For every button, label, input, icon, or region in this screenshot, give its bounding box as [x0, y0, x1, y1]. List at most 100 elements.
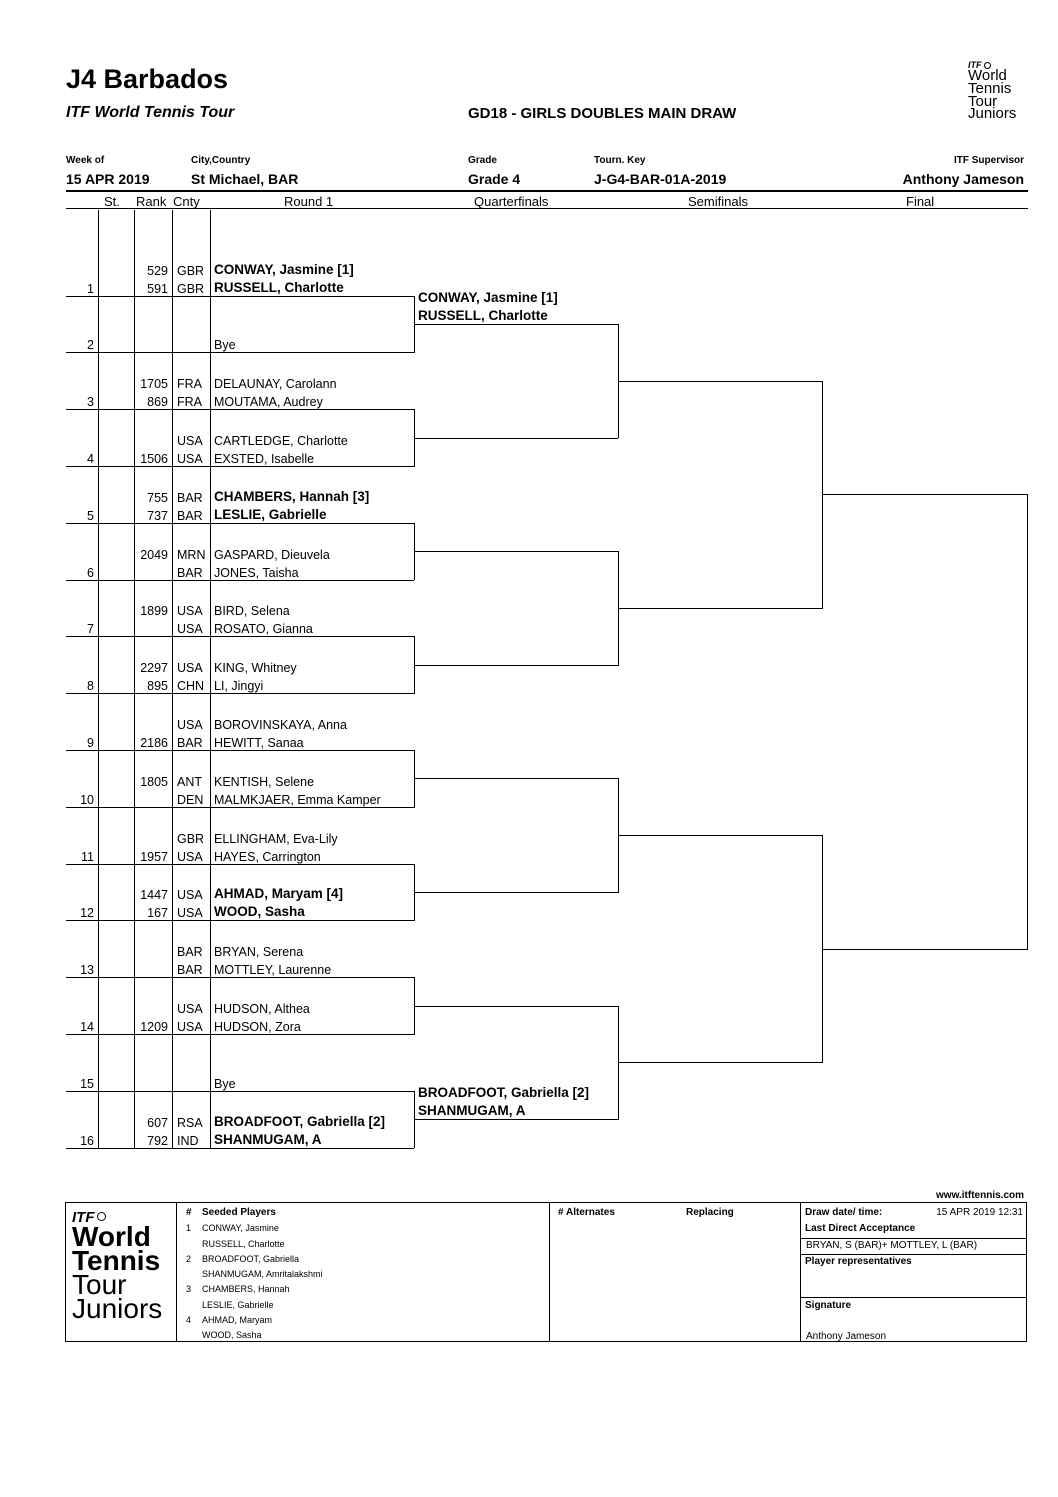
player-country: USA [177, 717, 203, 732]
entry-number: 15 [80, 1076, 94, 1091]
entry-number: 10 [80, 792, 94, 807]
tour-subtitle: ITF World Tennis Tour [66, 104, 235, 121]
footer-divider [800, 1202, 801, 1342]
itf-logo-top: ITF World Tennis Tour Juniors [968, 60, 1017, 123]
player-name: ROSATO, Gianna [214, 622, 313, 637]
entry-divider [66, 352, 414, 354]
entry-divider [66, 920, 414, 922]
player-country: ANT [177, 774, 202, 789]
entry-divider [66, 1147, 414, 1149]
seeded-title: Seeded Players [202, 1207, 276, 1218]
player-country: USA [177, 622, 203, 637]
player-country: USA [177, 604, 203, 619]
bracket-qf-line [414, 1119, 618, 1121]
player-rank: 1899 [140, 604, 168, 619]
entry-divider [66, 806, 414, 808]
tourn-key-label: Tourn. Key [594, 155, 646, 166]
player-name: SHANMUGAM, A [214, 1131, 322, 1147]
signature-label: Signature [805, 1300, 852, 1311]
player-country: GBR [177, 831, 205, 846]
website: www.itftennis.com [936, 1190, 1024, 1201]
player-country: BAR [177, 963, 203, 978]
player-name: CONWAY, Jasmine [1] [214, 261, 354, 277]
col-st: St. [104, 194, 120, 209]
entry-divider [66, 295, 414, 297]
entry-number: 1 [87, 281, 94, 296]
entry-divider [66, 465, 414, 467]
player-rank: 1805 [140, 774, 168, 789]
entry-divider [66, 977, 414, 979]
bracket-qf-line [414, 664, 618, 666]
seed-player: CHAMBERS, Hannah [202, 1284, 290, 1294]
player-country: BAR [177, 735, 203, 750]
seed-number: 3 [186, 1284, 192, 1294]
seed-player: BROADFOOT, Gabriella [202, 1253, 300, 1264]
entry-divider [66, 693, 414, 695]
player-country: BAR [177, 490, 203, 505]
player-country: GBR [177, 263, 205, 278]
grade-value: Grade 4 [468, 171, 521, 187]
player-rank: 895 [147, 679, 168, 694]
player-name: RUSSELL, Charlotte [214, 279, 344, 295]
seed-player: WOOD, Sasha [202, 1330, 262, 1340]
player-name: KING, Whitney [214, 661, 297, 676]
entry-divider [66, 749, 414, 751]
player-name: CHAMBERS, Hannah [3] [214, 488, 370, 504]
player-country: USA [177, 433, 203, 448]
player-country: USA [177, 888, 203, 903]
bracket-final-line [822, 948, 1027, 950]
player-rank: 1506 [140, 451, 168, 466]
grid-column-line [172, 210, 173, 1148]
player-rank: 591 [147, 281, 168, 296]
player-name: MALMKJAER, Emma Kamper [214, 792, 381, 807]
week-value: 15 APR 2019 [66, 171, 150, 187]
draw-title: GD18 - GIRLS DOUBLES MAIN DRAW [468, 105, 737, 122]
player-rank: 1705 [140, 377, 168, 392]
column-header-divider [66, 208, 1028, 209]
bracket-sf-line [618, 380, 822, 382]
draw-date-label: Draw date/ time: [805, 1207, 883, 1218]
seed-player: CONWAY, Jasmine [202, 1223, 279, 1233]
player-country: DEN [177, 792, 204, 807]
bracket-final-line [822, 494, 1027, 496]
grid-column-line [210, 210, 211, 1148]
entry-number: 16 [80, 1133, 94, 1148]
city-value: St Michael, BAR [191, 171, 299, 187]
player-rank: 1209 [140, 1019, 168, 1034]
grid-column-line [134, 210, 135, 1148]
col-rank: Rank [136, 194, 167, 209]
player-country: FRA [177, 377, 202, 392]
col-round1: Round 1 [284, 194, 334, 209]
player-rank: 755 [147, 490, 168, 505]
entry-divider [66, 863, 414, 865]
player-country: USA [177, 849, 203, 864]
week-label: Week of [66, 155, 105, 166]
player-name: MOTTLEY, Laurenne [214, 963, 332, 978]
player-name: JONES, Taisha [214, 565, 299, 580]
tourn-key-value: J-G4-BAR-01A-2019 [594, 171, 727, 187]
player-country: BAR [177, 945, 203, 960]
player-country: USA [177, 661, 203, 676]
player-name: BIRD, Selena [214, 604, 290, 619]
seed-player: SHANMUGAM, Amritalakshmi [202, 1269, 323, 1279]
player-name: BOROVINSKAYA, Anna [214, 717, 347, 732]
entry-number: 4 [87, 451, 94, 466]
player-name: HUDSON, Althea [214, 1001, 310, 1016]
city-label: City,Country [191, 155, 251, 166]
grid-column-line [98, 210, 99, 1148]
player-name: DELAUNAY, Carolann [214, 377, 337, 392]
player-rank: 2049 [140, 547, 168, 562]
entry-number: 8 [87, 679, 94, 694]
player-country: USA [177, 451, 203, 466]
col-semifinals: Semifinals [688, 194, 748, 209]
entry-number: 2 [87, 338, 94, 353]
player-rank: 869 [147, 395, 168, 410]
bracket-final-connector [1027, 494, 1028, 950]
entry-divider [66, 579, 414, 581]
entry-number: 5 [87, 508, 94, 523]
entry-divider [66, 636, 414, 638]
qf-winner-name: SHANMUGAM, A [418, 1103, 526, 1119]
alternates-title: # Alternates [558, 1207, 615, 1218]
player-name: LESLIE, Gabrielle [214, 506, 327, 522]
player-rank: 167 [147, 906, 168, 921]
